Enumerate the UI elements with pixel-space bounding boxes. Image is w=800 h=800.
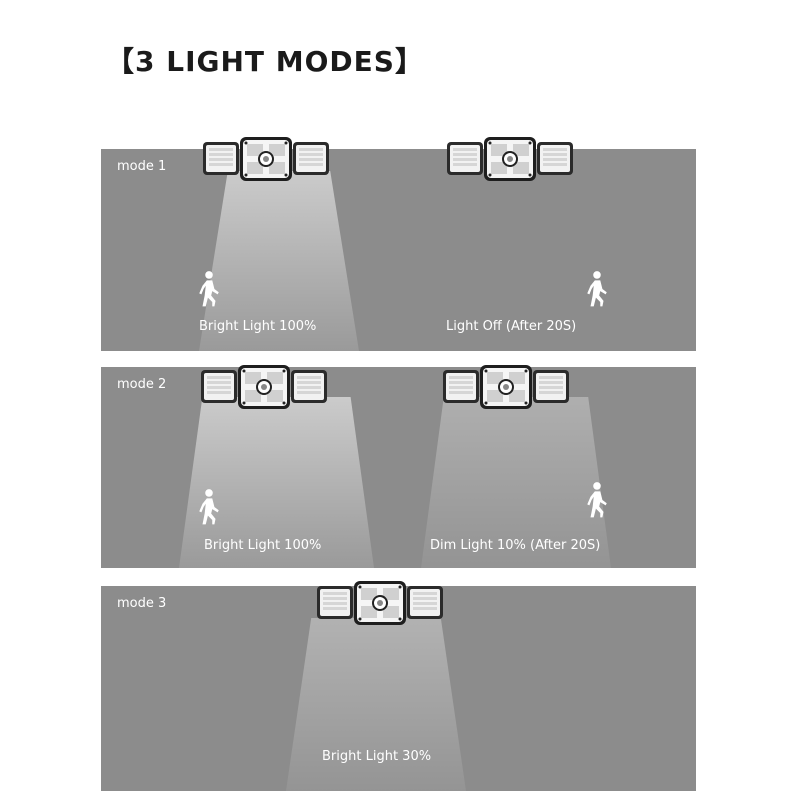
page-title: 【3 LIGHT MODES】 xyxy=(106,45,424,78)
walking-person-icon xyxy=(196,270,222,308)
light-beam xyxy=(286,618,466,791)
walking-person-icon xyxy=(584,270,610,308)
mode-3-panel: mode 3 Bright Light 30% xyxy=(101,586,696,791)
mode-1-label: mode 1 xyxy=(117,159,167,174)
light-beam xyxy=(179,397,374,568)
solar-lamp-icon xyxy=(199,364,329,410)
solar-lamp-icon xyxy=(315,580,445,626)
mode-2-caption-a: Bright Light 100% xyxy=(204,538,322,553)
mode-1-caption-b: Light Off (After 20S) xyxy=(446,319,577,334)
mode-3-caption: Bright Light 30% xyxy=(322,749,432,764)
light-beam xyxy=(199,171,359,351)
mode-1-panel: mode 1 Bright Light 100% Light Off (Afte… xyxy=(101,149,696,351)
solar-lamp-icon xyxy=(441,364,571,410)
mode-2-label: mode 2 xyxy=(117,377,167,392)
walking-person-icon xyxy=(196,488,222,526)
solar-lamp-icon xyxy=(201,136,331,182)
dim-light-beam xyxy=(421,397,611,568)
mode-3-label: mode 3 xyxy=(117,596,167,611)
walking-person-icon xyxy=(584,481,610,519)
mode-1-caption-a: Bright Light 100% xyxy=(199,319,317,334)
mode-2-caption-b: Dim Light 10% (After 20S) xyxy=(430,538,601,553)
mode-2-panel: mode 2 Bright Light 100% Dim Light 10% (… xyxy=(101,367,696,568)
solar-lamp-icon xyxy=(445,136,575,182)
